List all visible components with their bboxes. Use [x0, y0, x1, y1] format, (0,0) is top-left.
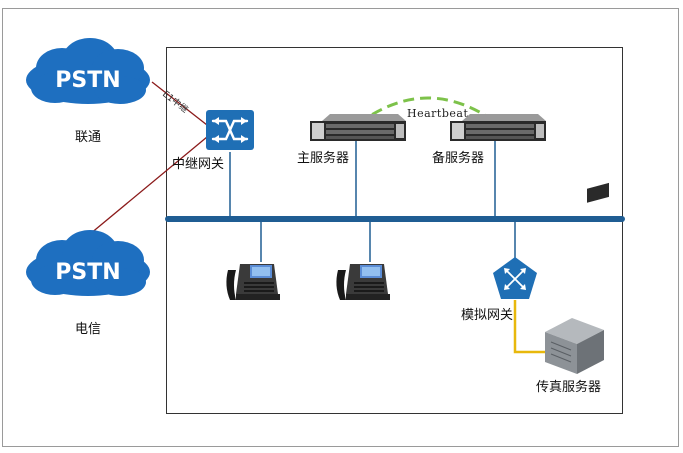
- ip-phone-2: [336, 264, 390, 300]
- outer-frame: [2, 8, 679, 447]
- ip-phone-1: [226, 264, 280, 300]
- fax-server: [545, 182, 609, 374]
- trunk-gateway-caption: 中继网关: [172, 157, 224, 172]
- fax-server-icon: [545, 182, 609, 374]
- trunk-gateway: [206, 110, 254, 150]
- lan-boundary: [166, 47, 623, 414]
- e1-trunk-lines: [89, 81, 208, 235]
- pstn-telecom-text: PSTN: [55, 260, 120, 285]
- rack-server-icon: [310, 114, 406, 141]
- ip-phone-icon: [226, 264, 280, 300]
- pstn-unicom-caption: 联通: [75, 130, 101, 145]
- cloud-icon: [26, 230, 150, 296]
- pstn-cloud-unicom: PSTN: [26, 38, 150, 104]
- ip-phone-icon: [336, 264, 390, 300]
- heartbeat-label: Heartbeat: [407, 107, 468, 120]
- backup-server: [450, 114, 546, 141]
- trunk-line-unicom: [151, 81, 208, 126]
- primary-server: [310, 114, 406, 141]
- analog-gateway-caption: 模拟网关: [461, 308, 513, 323]
- trunk-line-telecom: [89, 136, 208, 235]
- pstn-unicom-text: PSTN: [55, 68, 120, 93]
- bus-drop-lines: [229, 141, 516, 262]
- analog-gateway: [493, 257, 537, 299]
- lan-bus: [165, 216, 625, 222]
- rack-server-icon: [450, 114, 546, 141]
- primary-server-caption: 主服务器: [297, 150, 349, 166]
- fax-server-caption: 传真服务器: [536, 379, 601, 395]
- cloud-icon: [26, 38, 150, 104]
- pstn-cloud-telecom: PSTN: [26, 230, 150, 296]
- pstn-telecom-caption: 电信: [75, 322, 101, 337]
- backup-server-caption: 备服务器: [432, 150, 484, 166]
- e1-trunk-label: E1中继: [160, 88, 191, 116]
- fax-link: [513, 300, 548, 354]
- heartbeat-link: [357, 96, 499, 126]
